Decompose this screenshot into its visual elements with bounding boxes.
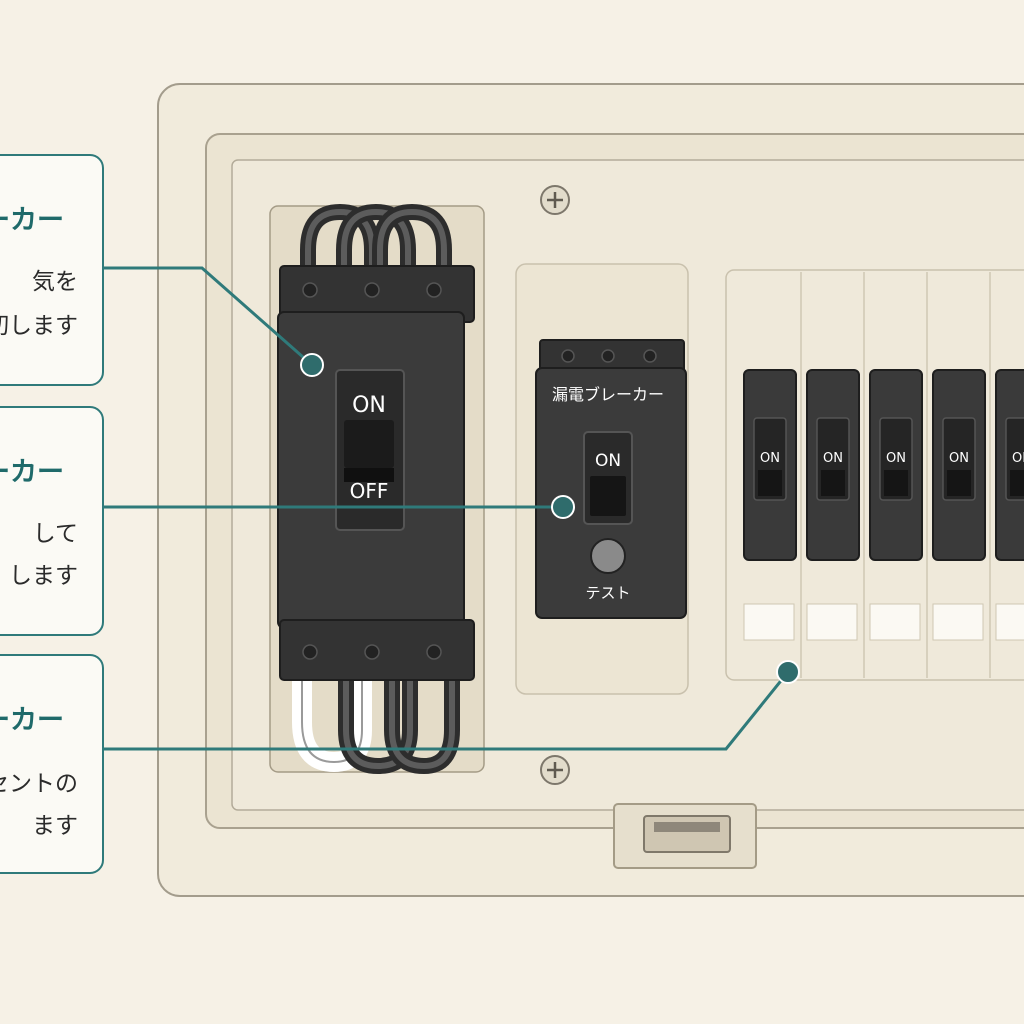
circuit-label-plate <box>932 603 984 641</box>
callout-box-main-breaker: ーカー 気を 切します <box>0 154 104 386</box>
circuit-label-plate <box>995 603 1024 641</box>
branch-breaker-on-label: ON <box>1012 451 1024 466</box>
branch-breaker-toggle[interactable] <box>758 470 782 496</box>
main-breaker-off-label: OFF <box>350 479 389 503</box>
callout-leaders <box>104 266 790 751</box>
test-button[interactable] <box>590 538 626 574</box>
screw-icon <box>540 185 570 215</box>
circuit-label-plate <box>743 603 795 641</box>
branch-breakers: ON ON ON ON ON <box>743 272 1024 678</box>
callout-marker <box>776 660 800 684</box>
branch-breaker-on-label: ON <box>823 451 843 466</box>
elcb-on-label: ON <box>595 451 621 471</box>
panel-latch[interactable] <box>613 803 757 869</box>
bottom-cables <box>292 668 460 775</box>
screw-icon <box>540 755 570 785</box>
branch-breaker-on-label: ON <box>760 451 780 466</box>
earth-leakage-breaker: 漏電ブレーカー ON テスト <box>535 339 687 619</box>
callout-title: ーカー <box>0 205 64 236</box>
elcb-test-label: テスト <box>585 584 630 602</box>
callout-text: します <box>9 563 78 589</box>
circuit-label-plate <box>869 603 921 641</box>
elcb-toggle[interactable] <box>590 476 626 516</box>
main-breaker: ON OFF <box>277 265 475 681</box>
top-cables <box>300 203 452 280</box>
callout-box-earth-leakage-breaker: ーカー して します <box>0 406 104 636</box>
branch-breaker: ON <box>800 272 860 678</box>
callout-text: して <box>32 521 78 547</box>
branch-breaker-toggle[interactable] <box>821 470 845 496</box>
branch-breaker: ON <box>989 272 1024 678</box>
callout-text: セントの <box>0 771 78 797</box>
main-breaker-on-label: ON <box>352 393 386 418</box>
callout-text: 切します <box>0 313 78 339</box>
callout-marker <box>551 495 575 519</box>
branch-breaker-toggle[interactable] <box>1010 470 1024 496</box>
branch-breaker-on-label: ON <box>886 451 906 466</box>
callout-title: ーカー <box>0 457 64 488</box>
branch-breaker: ON <box>863 272 923 678</box>
branch-breaker-toggle[interactable] <box>947 470 971 496</box>
elcb-label: 漏電ブレーカー <box>552 385 664 404</box>
callout-text: ます <box>32 813 78 839</box>
circuit-label-plate <box>806 603 858 641</box>
callout-title: ーカー <box>0 705 64 736</box>
branch-breaker: ON <box>743 369 797 641</box>
callout-marker <box>300 353 324 377</box>
branch-breaker-toggle[interactable] <box>884 470 908 496</box>
main-breaker-toggle[interactable] <box>344 420 394 468</box>
callout-text: 気を <box>32 269 78 295</box>
branch-breaker: ON <box>926 272 986 678</box>
branch-breaker-on-label: ON <box>949 451 969 466</box>
callout-box-branch-breaker: ーカー セントの ます <box>0 654 104 874</box>
